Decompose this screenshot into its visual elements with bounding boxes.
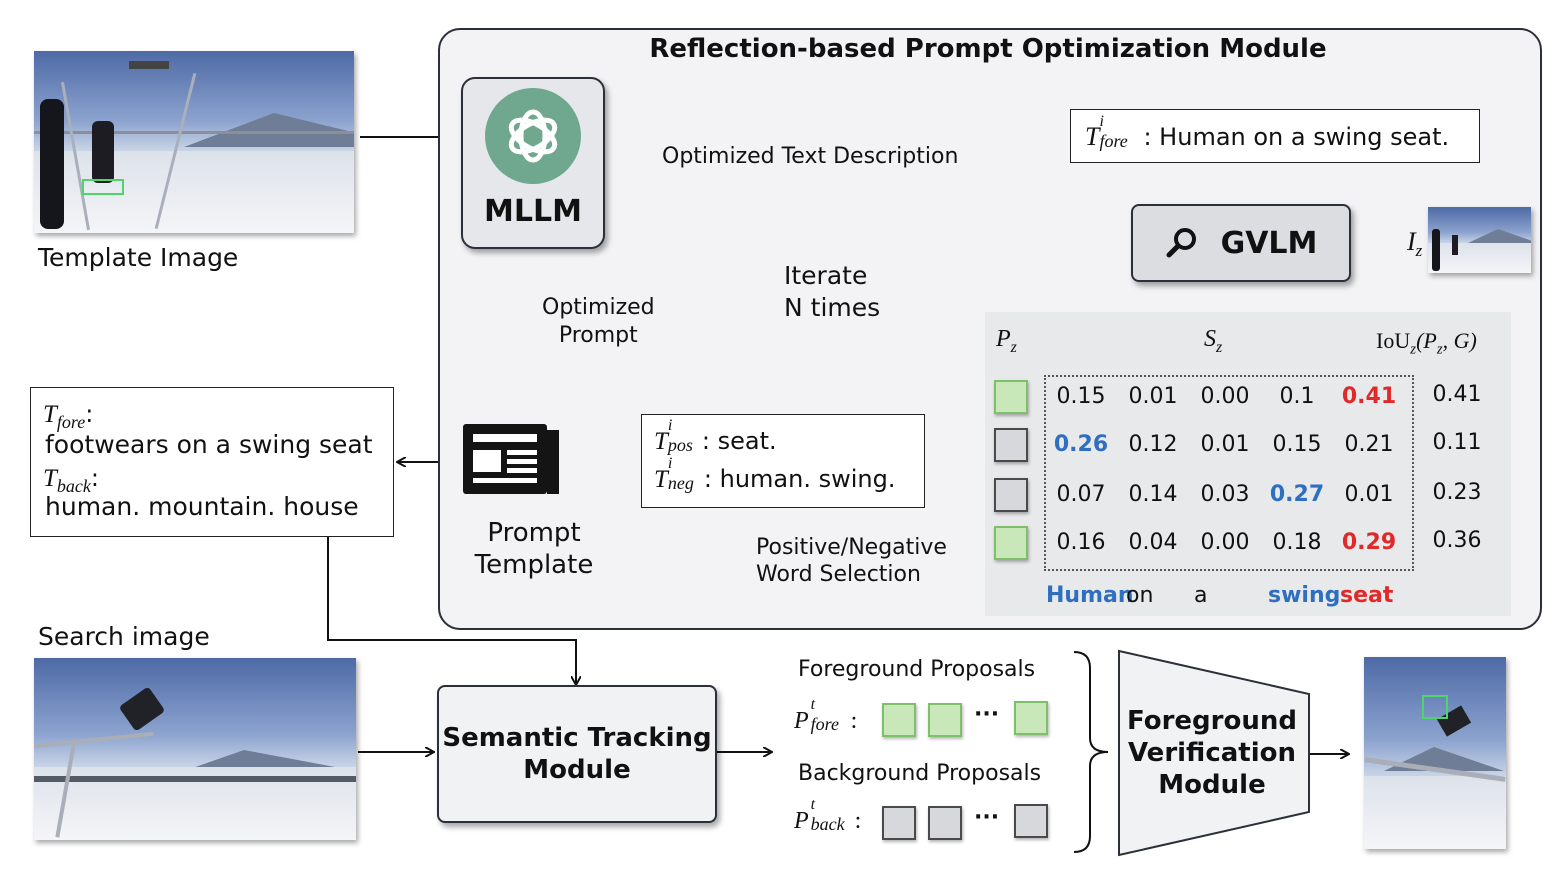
template-image xyxy=(34,51,354,233)
score-cell: 0.12 xyxy=(1128,432,1178,457)
score-cell: 0.15 xyxy=(1056,384,1106,409)
word-token: a xyxy=(1194,583,1208,608)
template-image-label: Template Image xyxy=(38,243,239,272)
score-cell: 0.27 xyxy=(1269,482,1325,507)
back-proposal-box xyxy=(928,806,962,840)
fore-proposal-box xyxy=(928,703,962,737)
optimized-prompt-label: Optimized Prompt xyxy=(542,295,655,348)
gvlm-label: GVLM xyxy=(1220,225,1318,261)
score-cell: 0.21 xyxy=(1344,432,1394,457)
background-proposals-label: Background Proposals xyxy=(798,761,1042,786)
score-cell: 0.01 xyxy=(1200,432,1250,457)
prompt-template-label: Prompt Template xyxy=(474,518,594,580)
word-token: swing xyxy=(1268,583,1341,608)
module-title: Reflection-based Prompt Optimization Mod… xyxy=(649,34,1327,64)
pz-proposal-box xyxy=(994,380,1028,414)
back-ellipsis: ··· xyxy=(974,805,1000,830)
back-proposal-box xyxy=(1014,804,1048,838)
score-matrix-border xyxy=(1044,375,1414,571)
iou-header: IoUz(Pz, G) xyxy=(1376,328,1477,358)
back-proposal-box xyxy=(882,806,916,840)
pz-proposal-box xyxy=(994,478,1028,512)
word-selection-label: Positive/Negative Word Selection xyxy=(756,535,947,587)
iou-cell: 0.23 xyxy=(1432,480,1482,505)
iou-cell: 0.41 xyxy=(1432,382,1482,407)
class-text-box: Tfore: footwears on a swing seat Tback: … xyxy=(30,387,394,537)
mllm-module: MLLM xyxy=(461,77,605,249)
fore-proposal-box xyxy=(882,703,916,737)
iz-image xyxy=(1428,207,1531,273)
score-cell: 0.16 xyxy=(1056,530,1106,555)
score-cell: 0.14 xyxy=(1128,482,1178,507)
result-bounding-box xyxy=(1422,695,1448,719)
score-cell: 0.07 xyxy=(1056,482,1106,507)
neg-text: : human. swing. xyxy=(703,465,896,493)
pz-proposal-box xyxy=(994,428,1028,462)
optimized-text-label: Optimized Text Description xyxy=(662,144,959,169)
score-cell: 0.26 xyxy=(1053,432,1109,457)
search-icon xyxy=(1166,228,1196,258)
score-cell: 0.15 xyxy=(1272,432,1322,457)
iou-cell: 0.36 xyxy=(1432,528,1482,553)
foreground-proposals-label: Foreground Proposals xyxy=(798,657,1036,682)
iz-label: Iz xyxy=(1407,227,1423,261)
fore-text: footwears on a swing seat xyxy=(45,430,373,459)
chatgpt-logo-icon xyxy=(485,87,581,184)
iterate-label: Iterate N times xyxy=(784,261,881,322)
score-cell: 0.18 xyxy=(1272,530,1322,555)
score-table-panel xyxy=(985,312,1511,616)
score-cell: 0.1 xyxy=(1279,384,1315,409)
back-text: human. mountain. house xyxy=(45,492,359,521)
score-cell: 0.41 xyxy=(1341,384,1397,409)
score-cell: 0.00 xyxy=(1200,384,1250,409)
target-box xyxy=(82,179,124,195)
foreground-verification-label: Foreground Verification Module xyxy=(1127,706,1297,800)
score-cell: 0.04 xyxy=(1128,530,1178,555)
result-image xyxy=(1364,657,1506,849)
score-cell: 0.01 xyxy=(1344,482,1394,507)
semantic-tracking-module: Semantic Tracking Module xyxy=(437,685,717,823)
foreground-verification-shape xyxy=(1118,649,1310,857)
pz-proposal-box xyxy=(994,526,1028,560)
pos-text: : seat. xyxy=(701,427,777,455)
t-fore-i-text: : Human on a swing seat. xyxy=(1143,123,1450,151)
search-image xyxy=(34,658,356,840)
score-cell: 0.29 xyxy=(1341,530,1397,555)
score-cell: 0.01 xyxy=(1128,384,1178,409)
gvlm-module: GVLM xyxy=(1131,204,1351,282)
pz-header: Pz xyxy=(996,326,1017,356)
word-token: on xyxy=(1126,583,1154,608)
mllm-label: MLLM xyxy=(484,193,582,229)
word-token: Human xyxy=(1046,583,1134,608)
fore-ellipsis: ··· xyxy=(974,702,1000,727)
iou-cell: 0.11 xyxy=(1432,430,1482,455)
score-cell: 0.00 xyxy=(1200,530,1250,555)
search-image-label: Search image xyxy=(38,622,210,651)
score-cell: 0.03 xyxy=(1200,482,1250,507)
fore-proposal-box xyxy=(1014,701,1048,735)
word-token: seat xyxy=(1340,583,1394,608)
newspaper-icon xyxy=(463,422,563,498)
sz-header: Sz xyxy=(1204,326,1223,356)
